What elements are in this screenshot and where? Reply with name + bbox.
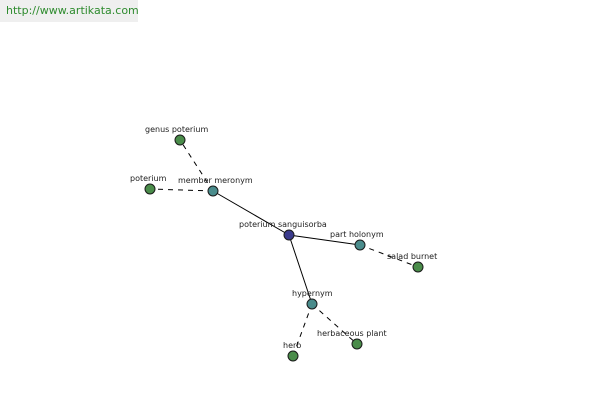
node-member-meronym[interactable] [207,185,219,197]
edge-center-to-part-holonym [288,234,361,246]
node-label-center: poterium sanguisorba [239,220,327,229]
edge-member-meronym-to-genus-poterium [179,139,214,192]
edge-hypernym-to-herbaceous-plant [311,303,358,345]
site-banner: http://www.artikata.com [0,0,139,22]
node-label-salad-burnet: salad burnet [387,252,437,261]
node-herbaceous-plant[interactable] [351,338,363,350]
node-herb[interactable] [287,350,299,362]
edges-layer [149,139,419,357]
node-label-herb: herb [283,341,301,350]
node-salad-burnet[interactable] [412,261,424,273]
node-label-part-holonym: part holonym [330,230,384,239]
labels-layer: poterium sanguisorba member meronym part h… [130,125,437,350]
edge-member-meronym-to-poterium [149,188,214,192]
node-label-hypernym: hypernym [292,289,333,298]
node-genus-poterium[interactable] [174,134,186,146]
nodes-layer [144,134,424,362]
edge-part-holonym-to-salad-burnet [359,244,419,268]
node-label-genus-poterium: genus poterium [145,125,208,134]
node-label-herbaceous-plant: herbaceous plant [317,329,387,338]
node-center[interactable] [283,229,295,241]
site-link[interactable]: http://www.artikata.com [6,4,139,17]
node-part-holonym[interactable] [354,239,366,251]
node-label-poterium: poterium [130,174,167,183]
edge-center-to-member-meronym [212,190,290,236]
node-label-member-meronym: member meronym [178,176,253,185]
node-hypernym[interactable] [306,298,318,310]
edge-center-to-hypernym [288,234,313,305]
node-poterium[interactable] [144,183,156,195]
